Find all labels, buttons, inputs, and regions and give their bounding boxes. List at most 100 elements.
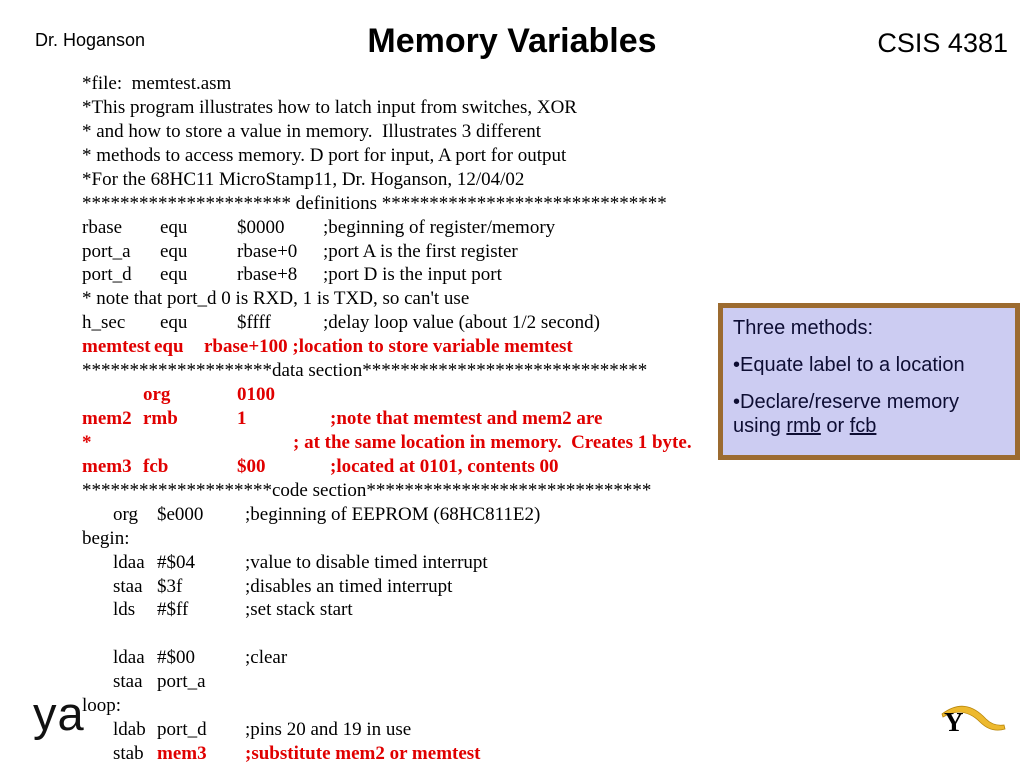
code-segment: * methods to access memory. D port for i… bbox=[82, 144, 567, 166]
underlined-term: rmb bbox=[786, 415, 821, 437]
code-line: ********************code section********… bbox=[82, 479, 782, 503]
callout-item: •Equate label to a location bbox=[733, 353, 1005, 377]
code-line: *This program illustrates how to latch i… bbox=[82, 96, 782, 120]
code-line: mem3 fcb $00 ;located at 0101, contents 00 bbox=[82, 455, 782, 479]
code-segment: ;disables an timed interrupt bbox=[245, 575, 453, 597]
code-segment: equ bbox=[160, 216, 188, 238]
code-segment: stab bbox=[113, 743, 144, 765]
code-segment: fcb bbox=[143, 455, 169, 477]
code-line: * methods to access memory. D port for i… bbox=[82, 144, 782, 168]
code-segment: ;located at 0101, contents 00 bbox=[330, 455, 559, 477]
code-segment: port_d bbox=[82, 264, 132, 286]
code-line: staa $3f ;disables an timed interrupt bbox=[82, 575, 782, 599]
code-segment: rbase+100 ;location to store variable me… bbox=[204, 336, 573, 358]
code-segment: ldab bbox=[113, 719, 146, 741]
svg-text:Y: Y bbox=[944, 707, 964, 737]
code-line: loop: bbox=[82, 694, 782, 718]
code-segment: ;delay loop value (about 1/2 second) bbox=[323, 312, 601, 334]
code-segment: #$04 bbox=[157, 551, 195, 573]
code-segment: 1 bbox=[237, 408, 247, 430]
author-label: Dr. Hoganson bbox=[35, 30, 146, 50]
code-line: * note that port_d 0 is RXD, 1 is TXD, s… bbox=[82, 287, 782, 311]
code-segment: org bbox=[143, 384, 171, 406]
code-segment: staa bbox=[113, 575, 143, 597]
page-title: Memory Variables bbox=[367, 22, 657, 60]
code-line: ldab port_d ;pins 20 and 19 in use bbox=[82, 718, 782, 742]
callout-text: or bbox=[820, 415, 850, 437]
code-line: ldaa #$04 ;value to disable timed interrup… bbox=[82, 551, 782, 575]
code-segment: memtest bbox=[82, 336, 151, 358]
code-segment: #$ff bbox=[157, 599, 189, 621]
callout-text: •Equate label to a location bbox=[733, 354, 965, 376]
swoosh-logo-icon: Y bbox=[941, 705, 1006, 737]
code-segment: equ bbox=[160, 264, 188, 286]
code-segment: ;clear bbox=[245, 647, 288, 669]
code-segment: ;note that memtest and mem2 are bbox=[330, 408, 603, 430]
code-segment: staa bbox=[113, 671, 143, 693]
code-segment: mem3 bbox=[157, 743, 207, 765]
code-segment: loop: bbox=[82, 695, 122, 717]
code-segment: ; at the same location in memory. Create… bbox=[293, 431, 692, 453]
code-segment: port_a bbox=[157, 671, 206, 693]
code-segment: ********************** definitions *****… bbox=[82, 192, 667, 214]
code-segment: * note that port_d 0 is RXD, 1 is TXD, s… bbox=[82, 288, 470, 310]
code-line: * ; at the same location in memory. Creat… bbox=[82, 431, 782, 455]
code-segment: h_sec bbox=[82, 312, 126, 334]
code-segment: ;value to disable timed interrupt bbox=[245, 551, 488, 573]
code-segment: ;pins 20 and 19 in use bbox=[245, 719, 412, 741]
code-line: ********************** definitions *****… bbox=[82, 192, 782, 216]
code-line: port_d equ rbase+8 ;port D is the input por… bbox=[82, 263, 782, 287]
code-line: * and how to store a value in memory. Il… bbox=[82, 120, 782, 144]
code-segment: ********************data section********… bbox=[82, 360, 648, 382]
callout-text: Three methods: bbox=[733, 317, 874, 339]
code-line: lds #$ff ;set stack start bbox=[82, 598, 782, 622]
code-segment: *file: memtest.asm bbox=[82, 73, 232, 94]
callout-text: •Declare/reserve memory using bbox=[733, 391, 959, 437]
code-segment: *For the 68HC11 MicroStamp11, Dr. Hogans… bbox=[82, 168, 525, 190]
code-segment: $0000 bbox=[237, 216, 285, 238]
code-line: stab mem3 ;substitute mem2 or memtest bbox=[82, 742, 782, 766]
code-segment: ;port D is the input port bbox=[323, 264, 502, 286]
code-line: ldaa #$00 ;clear bbox=[82, 646, 782, 670]
code-segment: rbase+8 bbox=[237, 264, 298, 286]
callout-item: Three methods: bbox=[733, 316, 1005, 340]
code-segment: port_d bbox=[157, 719, 207, 741]
code-line bbox=[82, 622, 782, 646]
code-segment: $00 bbox=[237, 455, 266, 477]
code-segment: begin: bbox=[82, 527, 130, 549]
code-segment: lds bbox=[113, 599, 136, 621]
code-segment: ;beginning of EEPROM (68HC811E2) bbox=[245, 503, 541, 525]
code-segment: ldaa bbox=[113, 647, 145, 669]
code-line: *For the 68HC11 MicroStamp11, Dr. Hogans… bbox=[82, 168, 782, 192]
course-label: CSIS 4381 bbox=[877, 28, 1008, 58]
code-line: org 0100 bbox=[82, 383, 782, 407]
code-segment: equ bbox=[160, 240, 188, 262]
code-segment: ;set stack start bbox=[245, 599, 353, 621]
code-segment: 0100 bbox=[237, 384, 275, 406]
code-line: begin: bbox=[82, 527, 782, 551]
code-segment: #$00 bbox=[157, 647, 195, 669]
code-segment: *This program illustrates how to latch i… bbox=[82, 96, 577, 118]
callout-item: •Declare/reserve memory using rmb or fcb bbox=[733, 390, 1005, 438]
code-segment: ldaa bbox=[113, 551, 145, 573]
code-segment: ;substitute mem2 or memtest bbox=[245, 743, 481, 765]
code-segment: ;beginning of register/memory bbox=[323, 216, 556, 238]
callout-box: Three methods: •Equate label to a locatio… bbox=[718, 303, 1020, 460]
underlined-term: fcb bbox=[849, 415, 877, 437]
code-segment: $3f bbox=[157, 575, 183, 597]
code-segment: equ bbox=[160, 312, 188, 334]
code-segment: port_a bbox=[82, 240, 131, 262]
code-segment: rbase+0 bbox=[237, 240, 298, 262]
code-line: org$e000;beginning of EEPROM (68HC811E2) bbox=[82, 503, 782, 527]
watermark-text: ya bbox=[33, 687, 85, 740]
code-segment: equ bbox=[154, 336, 184, 358]
code-line: ********************data section********… bbox=[82, 359, 782, 383]
code-segment: * bbox=[82, 431, 92, 453]
code-segment: * and how to store a value in memory. Il… bbox=[82, 120, 542, 142]
code-segment: mem3 bbox=[82, 455, 132, 477]
